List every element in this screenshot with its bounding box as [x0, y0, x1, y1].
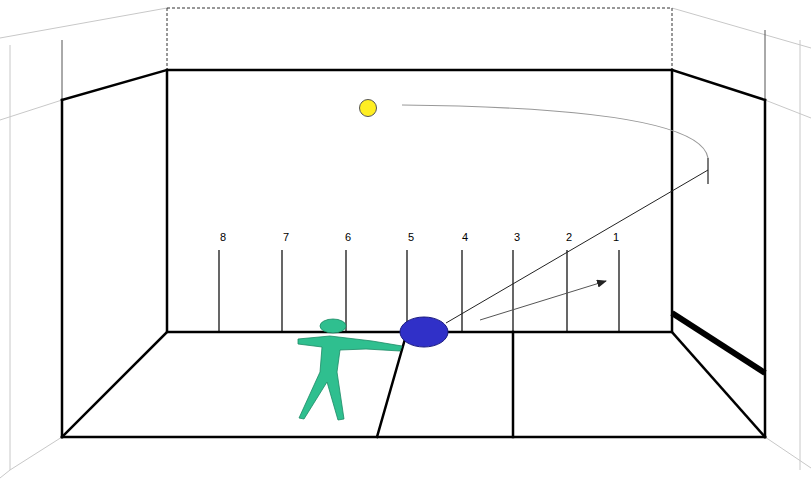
- rebound-line: [446, 170, 708, 323]
- dashed-ceiling: [167, 8, 672, 70]
- bounce-tick: [707, 158, 708, 184]
- side-wall-band: [672, 313, 765, 373]
- direction-arrow: [480, 281, 606, 320]
- callout-number: 2: [566, 232, 572, 243]
- court-outline: [62, 70, 765, 437]
- callout-number: 1: [613, 232, 619, 243]
- callout-number: 3: [514, 232, 520, 243]
- outer-faint-lines: [0, 8, 811, 478]
- player-figure: [298, 319, 402, 420]
- ball: [360, 100, 377, 117]
- callout-number: 6: [345, 232, 351, 243]
- ball-path: [402, 105, 708, 158]
- callout-number: 8: [220, 232, 226, 243]
- callout-number: 5: [408, 232, 414, 243]
- callout-number: 4: [462, 232, 468, 243]
- callout-number: 7: [283, 232, 289, 243]
- racquet: [400, 317, 448, 347]
